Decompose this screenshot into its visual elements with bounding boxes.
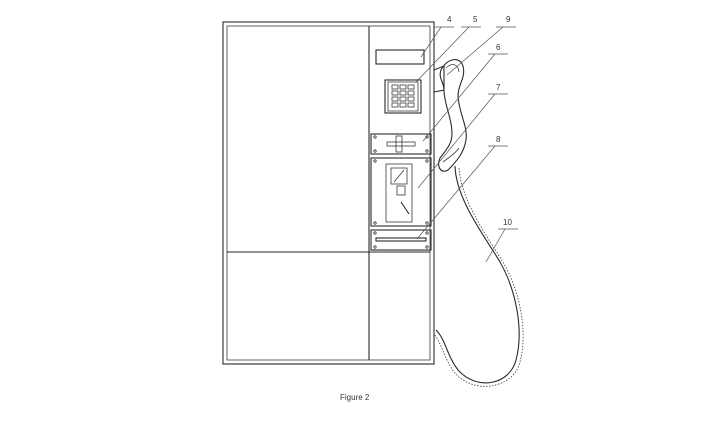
ref-numeral-5: 5 <box>473 15 478 24</box>
ref-numeral-4: 4 <box>447 15 452 24</box>
ref-numeral-7: 7 <box>496 83 501 92</box>
coin-return-bar <box>370 229 432 251</box>
cabinet <box>222 21 435 365</box>
ref-numeral-9: 9 <box>506 15 511 24</box>
ref-numeral-8: 8 <box>496 135 501 144</box>
leader-lines <box>415 26 518 263</box>
ref-numeral-6: 6 <box>496 43 501 52</box>
display-window <box>375 49 425 65</box>
ref-numeral-10: 10 <box>503 218 512 227</box>
keypad <box>384 79 422 114</box>
coiled-cord <box>433 165 524 387</box>
handset <box>438 59 467 172</box>
coin-mechanism-panel <box>370 157 432 227</box>
card-slot-panel <box>370 133 432 155</box>
reference-numerals: 4 5 9 6 7 8 10 <box>447 15 512 227</box>
handset-hook <box>433 65 445 93</box>
figure-caption: Figure 2 <box>340 393 370 402</box>
